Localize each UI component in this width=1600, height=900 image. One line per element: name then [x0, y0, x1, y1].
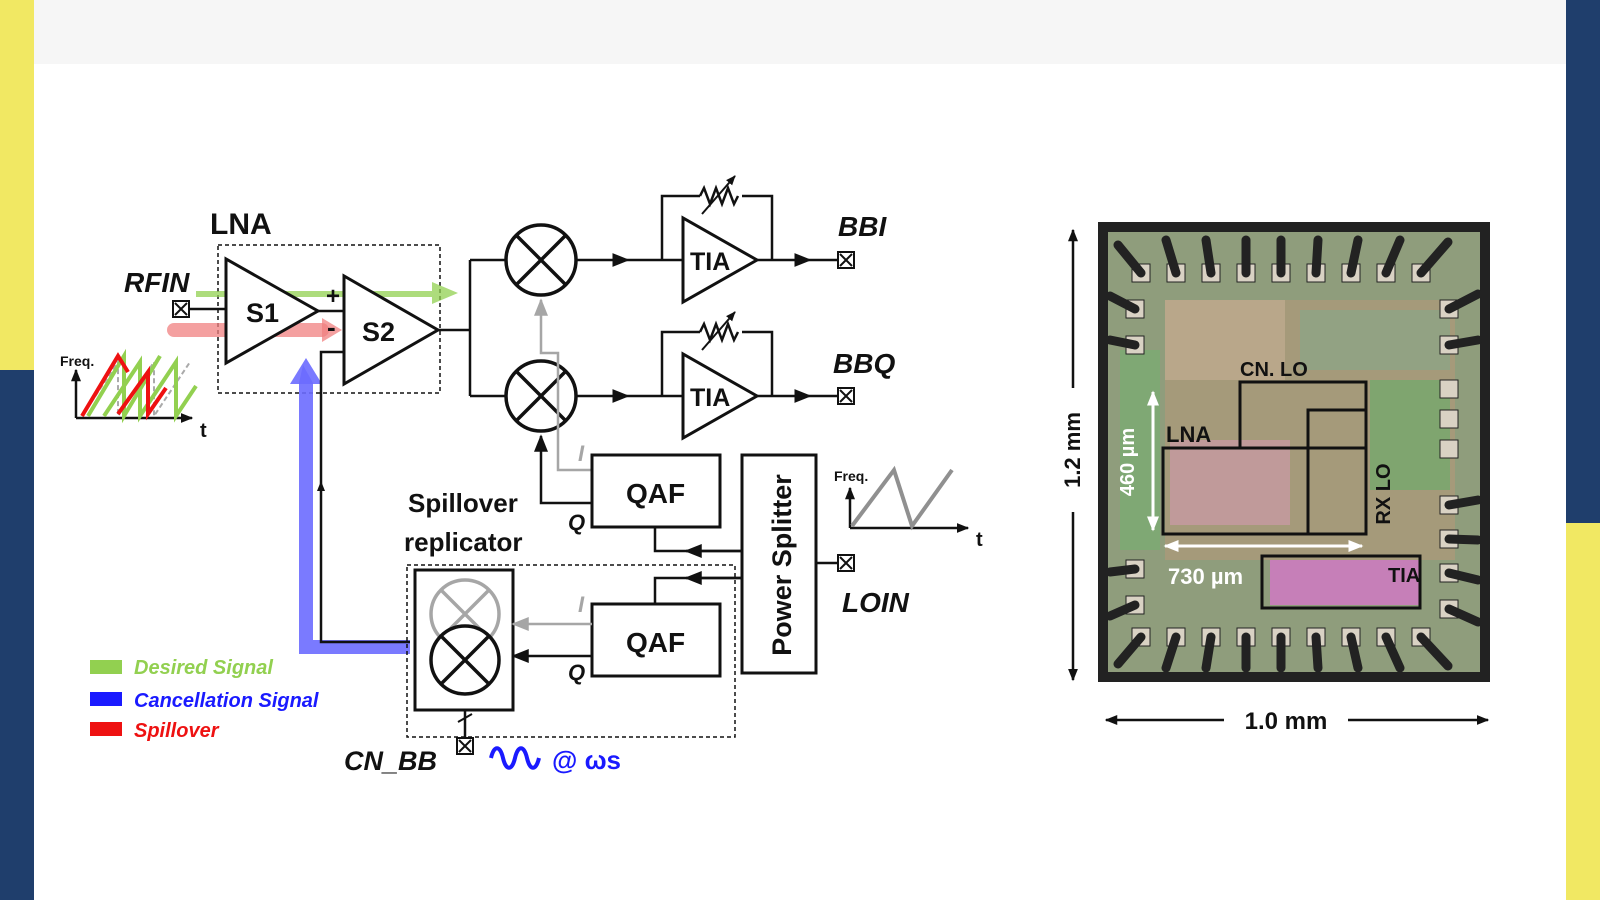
variable-resistor-icon	[698, 320, 740, 344]
bbi-label: BBI	[838, 211, 887, 242]
cancellation-signal-arrow	[299, 365, 410, 654]
loin-pad-icon	[837, 554, 855, 572]
freq-label-left: Freq.	[60, 353, 94, 369]
sine-wave-icon	[489, 746, 541, 770]
tia-q-label: TIA	[690, 384, 730, 412]
legend-spillover-swatch	[90, 722, 122, 736]
left-accent-bar-yellow	[0, 0, 34, 370]
legend-spillover-label: Spillover	[134, 720, 220, 742]
cn-bb-label: CN_BB	[344, 746, 437, 776]
legend-desired-label: Desired Signal	[134, 657, 273, 679]
power-splitter-label: Power Splitter	[767, 474, 797, 656]
chip-height-label: 1.2 mm	[1060, 412, 1085, 488]
lna-box	[217, 244, 441, 394]
spillover-replicator-label-2: replicator	[404, 527, 523, 557]
rfin-label: RFIN	[124, 267, 190, 298]
chip-micrograph: CN. LO LNA RX LO TIA 460 µm 730 µm 1.2 m…	[1060, 222, 1490, 735]
legend-desired-swatch	[90, 660, 122, 674]
right-accent-bar-yellow	[1566, 523, 1600, 900]
block-diagram: LNA RFIN S1 S2 + -	[60, 175, 983, 776]
s2-label: S2	[362, 317, 395, 347]
dim-730-label: 730 µm	[1168, 564, 1243, 589]
chip-width-label: 1.0 mm	[1245, 708, 1328, 735]
omega-s-label: @ ωs	[552, 745, 621, 775]
freq-label-right: Freq.	[834, 468, 868, 484]
i-label-top: I	[578, 441, 585, 466]
chip-lna-label: LNA	[1166, 422, 1211, 447]
loin-label: LOIN	[842, 587, 910, 618]
chip-tia-label: TIA	[1388, 565, 1420, 587]
bbq-label: BBQ	[833, 348, 895, 379]
input-spectrum-inset: Freq. t	[60, 348, 207, 442]
dim-460-label: 460 µm	[1117, 428, 1139, 496]
qaf-bottom	[590, 602, 722, 678]
q-label-top: Q	[568, 510, 585, 535]
s1-label: S1	[246, 298, 279, 328]
t-label-right: t	[976, 529, 983, 551]
bbi-pad-icon	[837, 251, 855, 269]
i-label-bottom: I	[578, 592, 585, 617]
lo-chirp-inset: Freq. t	[834, 465, 983, 551]
tia-q	[681, 351, 761, 441]
right-accent-bar-navy	[1566, 0, 1600, 523]
qaf-bottom-label: QAF	[626, 627, 685, 658]
spillover-replicator-label-1: Spillover	[408, 488, 518, 518]
s1-amplifier	[224, 256, 322, 366]
rx-lo-outline	[1306, 408, 1368, 536]
spillover-replicator-box	[406, 564, 736, 738]
desired-signal-arrow	[196, 282, 458, 304]
tia-outline	[1260, 554, 1422, 610]
minus-sign: -	[327, 312, 336, 342]
plus-sign: +	[326, 283, 340, 310]
legend-cancellation-swatch	[90, 692, 122, 706]
left-accent-bar-navy	[0, 370, 34, 900]
legend: Desired Signal Cancellation Signal Spill…	[90, 657, 319, 742]
qaf-top-label: QAF	[626, 478, 685, 509]
q-label-bottom: Q	[568, 660, 585, 685]
cn-bb-pad-icon	[456, 737, 474, 755]
qaf-top	[590, 453, 722, 529]
power-splitter	[740, 453, 818, 675]
t-label-left: t	[200, 420, 207, 442]
variable-resistor-icon	[698, 184, 740, 208]
chip-cn-lo-label: CN. LO	[1240, 359, 1308, 381]
top-band	[34, 0, 1566, 64]
lna-label: LNA	[210, 208, 272, 241]
tia-i	[681, 215, 761, 305]
rfin-pad-icon	[172, 300, 190, 318]
chip-rx-lo-label: RX LO	[1373, 463, 1395, 524]
bbq-pad-icon	[837, 387, 855, 405]
tia-i-label: TIA	[690, 248, 730, 276]
legend-cancellation-label: Cancellation Signal	[134, 690, 319, 712]
s2-amplifier	[342, 273, 442, 387]
